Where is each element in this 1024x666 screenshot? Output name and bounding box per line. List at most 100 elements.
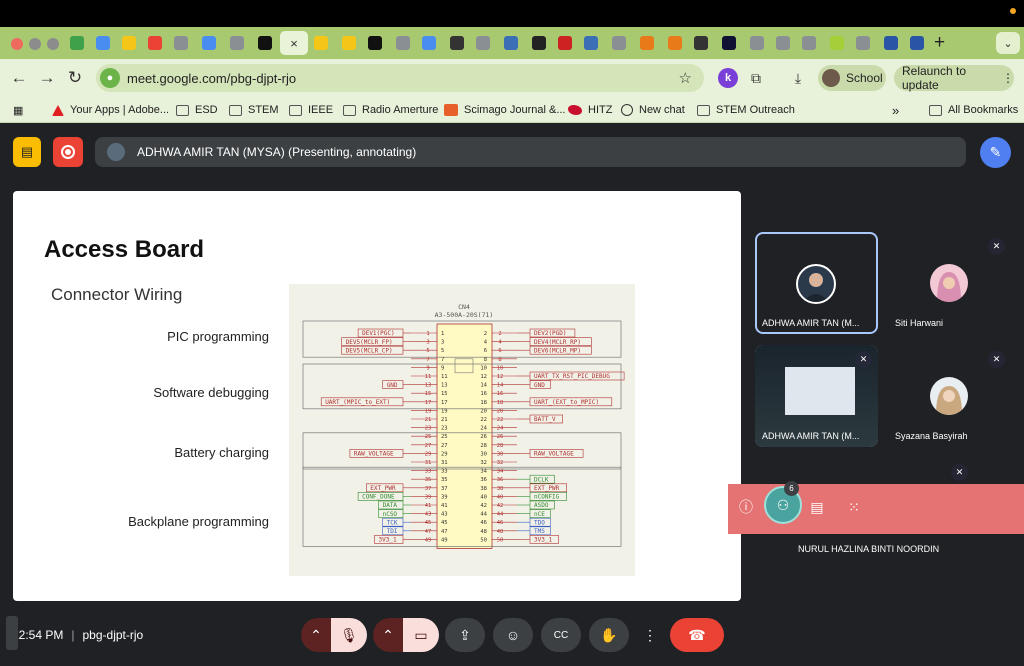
forward-arrow-icon[interactable]: →: [38, 68, 56, 87]
browser-tab[interactable]: [664, 33, 686, 53]
bookmark-esd[interactable]: ESD: [176, 101, 218, 119]
annotate-pen-icon[interactable]: ✎: [980, 137, 1011, 168]
video-options-chevron-icon[interactable]: ⌃: [373, 618, 403, 652]
chat-icon[interactable]: ▤: [810, 498, 824, 515]
browser-tab[interactable]: [446, 33, 468, 53]
tab-favicon-icon: [558, 36, 572, 50]
browser-tab[interactable]: [92, 33, 114, 53]
active-tab[interactable]: ×: [280, 31, 308, 55]
present-screen-button[interactable]: ⇪: [445, 618, 485, 652]
pin-number-inner: 20: [480, 408, 487, 414]
browser-tab[interactable]: [364, 33, 386, 53]
participant-tile[interactable]: ADHWA AMIR TAN (M...: [755, 232, 878, 334]
participant-tile[interactable]: ✕ ADHWA AMIR TAN (M...: [755, 345, 878, 447]
pin-number-right: 24: [497, 426, 504, 432]
meeting-details-info-icon[interactable]: ⓘ: [739, 499, 753, 515]
browser-tab[interactable]: [392, 33, 414, 53]
browser-tab[interactable]: [852, 33, 874, 53]
browser-tab[interactable]: [338, 33, 360, 53]
emoji-button[interactable]: ☺: [493, 618, 533, 652]
bookmark-hitz[interactable]: HITZ: [568, 101, 612, 119]
sjr-icon: [444, 104, 458, 116]
close-window-button[interactable]: [11, 38, 23, 50]
browser-tab[interactable]: [554, 33, 576, 53]
mic-off-button[interactable]: 🎙: [331, 618, 367, 652]
browser-tab[interactable]: [500, 33, 522, 53]
tab-favicon-icon: [450, 36, 464, 50]
pin-number-inner: 26: [480, 434, 487, 440]
browser-tab[interactable]: [170, 33, 192, 53]
pin-number-right: 14: [497, 383, 504, 389]
bookmark-scimago[interactable]: Scimago Journal &...: [444, 101, 566, 119]
site-mic-icon[interactable]: ●: [100, 68, 120, 88]
browser-tab[interactable]: [118, 33, 140, 53]
browser-tab[interactable]: [66, 33, 88, 53]
bookmark-radio-amerture[interactable]: Radio Amerture: [343, 101, 438, 119]
browser-tab[interactable]: [798, 33, 820, 53]
download-icon[interactable]: ⤓: [794, 69, 802, 86]
extensions-puzzle-icon[interactable]: ⧉: [751, 69, 761, 86]
browser-tab[interactable]: [636, 33, 658, 53]
bookmarks-overflow-chevron-icon[interactable]: »: [892, 102, 900, 118]
browser-tab[interactable]: [580, 33, 602, 53]
close-tab-icon[interactable]: ×: [290, 35, 298, 51]
apps-grid-icon[interactable]: ▦: [13, 104, 24, 117]
all-bookmarks-button[interactable]: All Bookmarks: [929, 101, 1018, 119]
browser-tab[interactable]: [772, 33, 794, 53]
bookmark-star-icon[interactable]: ☆: [678, 70, 692, 87]
browser-tab[interactable]: [690, 33, 712, 53]
browser-tab[interactable]: [608, 33, 630, 53]
browser-tab[interactable]: [254, 33, 276, 53]
zoom-window-button[interactable]: [47, 38, 59, 50]
leave-call-button[interactable]: ☎: [670, 618, 724, 652]
bookmark-stem[interactable]: STEM: [229, 101, 279, 119]
address-bar[interactable]: ● meet.google.com/pbg-djpt-rjo ☆: [96, 64, 704, 92]
captions-button[interactable]: CC: [541, 618, 581, 652]
pin-number-inner: 6: [484, 348, 487, 354]
browser-tab[interactable]: [880, 33, 902, 53]
back-arrow-icon[interactable]: ←: [10, 68, 28, 87]
pin-number-right: 26: [497, 434, 504, 440]
browser-tab[interactable]: [198, 33, 220, 53]
pin-number-right: 34: [497, 469, 504, 475]
participant-tile[interactable]: ✕ Syazana Basyirah: [888, 345, 1011, 447]
bookmark-stem-outreach[interactable]: STEM Outreach: [697, 101, 795, 119]
bookmark-adobe[interactable]: Your Apps | Adobe...: [52, 101, 169, 119]
tab-favicon-icon: [694, 36, 708, 50]
bookmark-ieee[interactable]: IEEE: [289, 101, 333, 119]
minimize-window-button[interactable]: [29, 38, 41, 50]
browser-tab[interactable]: [528, 33, 550, 53]
raise-hand-button[interactable]: ✋: [589, 618, 629, 652]
audio-options-chevron-icon[interactable]: ⌃: [301, 618, 331, 652]
browser-tab[interactable]: [144, 33, 166, 53]
recording-button[interactable]: [53, 137, 83, 167]
pin-number-inner: 5: [441, 348, 444, 354]
browser-tab[interactable]: [718, 33, 740, 53]
browser-tab[interactable]: [826, 33, 848, 53]
relaunch-button[interactable]: Relaunch to update ⋮: [894, 64, 1014, 92]
left-edge-handle[interactable]: [6, 616, 18, 650]
activities-grid-icon[interactable]: ⁙: [848, 498, 860, 515]
folder-icon: [343, 104, 356, 116]
pin-number-right: 50: [497, 537, 504, 543]
bookmark-new-chat[interactable]: New chat: [621, 101, 685, 119]
browser-tab[interactable]: [472, 33, 494, 53]
camera-off-button[interactable]: ▭: [403, 618, 439, 652]
tab-favicon-icon: [884, 36, 898, 50]
browser-tab[interactable]: [906, 33, 928, 53]
browser-tab[interactable]: [310, 33, 332, 53]
more-options-button[interactable]: ⋮: [637, 618, 663, 652]
tab-search-chevron-icon[interactable]: ⌄: [996, 32, 1020, 54]
pin-number-left: 45: [425, 520, 432, 526]
browser-tab[interactable]: [746, 33, 768, 53]
profile-button[interactable]: School: [818, 65, 886, 91]
reload-icon[interactable]: ↻: [67, 68, 83, 87]
new-tab-button[interactable]: +: [934, 32, 946, 53]
pin-number-inner: 4: [484, 340, 488, 346]
browser-tab[interactable]: [418, 33, 440, 53]
browser-tab[interactable]: [226, 33, 248, 53]
extension-k-icon[interactable]: k: [718, 68, 738, 88]
stop-presenting-icon[interactable]: ▤: [13, 137, 41, 167]
participant-tile[interactable]: ✕ Siti Harwani: [888, 232, 1011, 334]
pin-number-left: 41: [425, 503, 432, 509]
